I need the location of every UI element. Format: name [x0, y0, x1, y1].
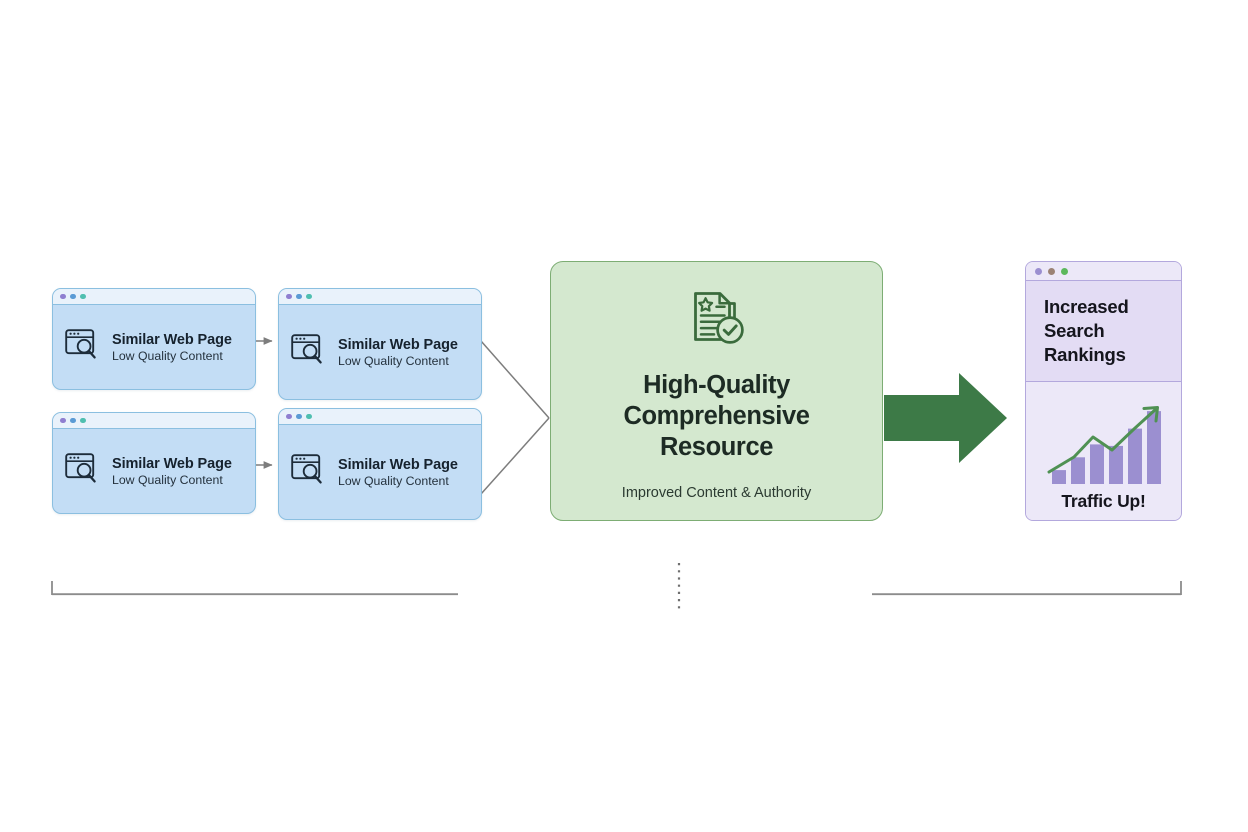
window-dot-blue [296, 413, 302, 420]
window-dot-blue [70, 293, 76, 300]
similar-page-card-2[interactable]: Similar Web Page Low Quality Content [278, 288, 482, 400]
consolidated-subtitle: Improved Content & Authority [621, 484, 812, 501]
browser-search-icon [291, 453, 327, 491]
chart-bar [1146, 411, 1161, 484]
similar-page-card-4[interactable]: Similar Web Page Low Quality Content [278, 408, 482, 520]
similar-page-card-3[interactable]: Similar Web Page Low Quality Content [52, 412, 256, 514]
window-dot-blue [296, 293, 302, 300]
chart-bar [1051, 470, 1066, 484]
connector-card4-consolidated [480, 417, 550, 495]
chart-bar [1127, 428, 1142, 484]
card-body: Similar Web Page Low Quality Content [53, 429, 255, 513]
card-title: Similar Web Page [338, 336, 458, 353]
card-subtitle: Low Quality Content [338, 353, 449, 368]
window-dot-teal [80, 417, 86, 424]
browser-search-icon [65, 328, 101, 366]
card-title: Similar Web Page [338, 456, 458, 473]
card-titlebar [279, 409, 481, 425]
card-subtitle: Low Quality Content [112, 472, 223, 487]
window-dot-purple [286, 293, 292, 300]
card-text: Similar Web Page Low Quality Content [112, 456, 232, 487]
window-dot-purple [286, 413, 292, 420]
result-headline: Increased Search Rankings [1026, 281, 1181, 383]
card-text: Similar Web Page Low Quality Content [112, 332, 232, 363]
trend-arrow [1047, 407, 1157, 474]
chart-bar [1070, 457, 1085, 484]
traffic-chart: Traffic Up! [1026, 382, 1181, 520]
window-dot-teal [80, 293, 86, 300]
card-titlebar [53, 413, 255, 429]
similar-page-card-1[interactable]: Similar Web Page Low Quality Content [52, 288, 256, 390]
card-body: Similar Web Page Low Quality Content [279, 425, 481, 519]
consolidated-resource-box[interactable]: High-Quality Comprehensive Resource Impr… [550, 261, 883, 521]
consolidation-result-arrow [884, 373, 1007, 463]
card-text: Similar Web Page Low Quality Content [338, 457, 458, 488]
window-dot-green [1061, 267, 1068, 275]
browser-search-icon [65, 452, 101, 490]
card-text: Similar Web Page Low Quality Content [338, 337, 458, 368]
document-star-check-icon [686, 286, 748, 353]
results-panel[interactable]: Increased Search Rankings Traffic Up! [1025, 261, 1182, 521]
trend-arrow-head [1142, 406, 1159, 423]
window-dot-gray [1048, 267, 1055, 275]
card-body: Similar Web Page Low Quality Content [53, 305, 255, 389]
card-subtitle: Low Quality Content [338, 473, 449, 488]
result-titlebar [1026, 262, 1181, 281]
card-body: Similar Web Page Low Quality Content [279, 305, 481, 399]
card-title: Similar Web Page [112, 455, 232, 472]
consolidated-title: High-Quality Comprehensive Resource [623, 371, 810, 461]
window-dot-purple [60, 293, 66, 300]
window-dot-purple [60, 417, 66, 424]
window-dot-teal [306, 293, 312, 300]
card-titlebar [53, 289, 255, 305]
chart-bar [1108, 445, 1123, 484]
connector-card2-consolidated [480, 340, 550, 419]
window-dot-blue [70, 417, 76, 424]
window-dot-teal [306, 413, 312, 420]
browser-search-icon [291, 333, 327, 371]
traffic-bar-chart [1047, 406, 1161, 484]
card-subtitle: Low Quality Content [112, 348, 223, 363]
window-dot-purple [1035, 267, 1042, 275]
card-title: Similar Web Page [112, 331, 232, 348]
timeline: Before Consolidation Consolation Event [0, 560, 1248, 620]
chart-bar [1089, 444, 1104, 484]
card-titlebar [279, 289, 481, 305]
traffic-up-label: Traffic Up! [1061, 491, 1146, 511]
